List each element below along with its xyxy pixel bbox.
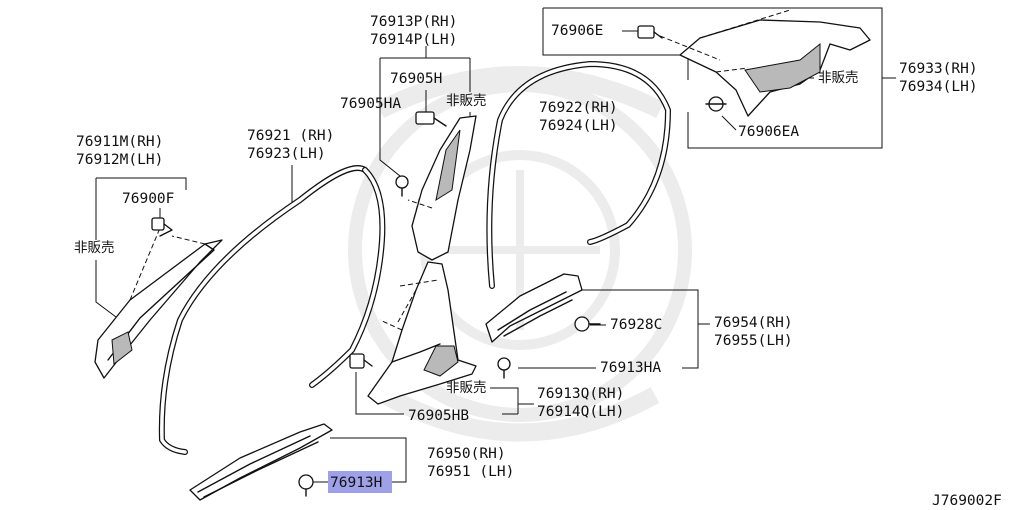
part-number-76951: 76951 (LH): [427, 464, 514, 480]
label-group-76913P: 76913P(RH) 76914P(LH) 76905H 76905HA 非販売: [340, 14, 487, 177]
callout-box-76933: [542, 7, 883, 149]
part-number-76906E: 76906E: [551, 23, 603, 39]
part-number-76906EA: 76906EA: [738, 124, 799, 140]
front-kicking-plate: [189, 423, 333, 501]
highlighted-part-76913H[interactable]: 76913H: [328, 471, 392, 493]
label-group-76933: 76906E 非販売 76933(RH) 76934(LH) 76906EA: [542, 7, 978, 149]
not-for-sale-label-d: 非販売: [446, 380, 487, 396]
diagram-code: J769002F: [932, 493, 1002, 509]
part-number-76900F: 76900F: [122, 191, 174, 207]
clip-76905HA-icon: [395, 175, 409, 197]
label-group-76913Q: 非販売 76913Q(RH) 76914Q(LH) 76905HB: [355, 372, 624, 424]
watermark-emblem: [348, 66, 692, 442]
not-for-sale-label-a: 非販売: [74, 240, 115, 256]
leader-76950: [330, 437, 407, 483]
highlight-box-76913H: [328, 471, 392, 493]
clip-76900F-icon: [151, 217, 173, 237]
part-number-76921: 76921 (RH): [247, 128, 334, 144]
part-number-76913P: 76913P(RH): [370, 14, 457, 30]
part-number-76954: 76954(RH): [714, 315, 793, 331]
clip-76913HA-icon: [497, 357, 511, 379]
part-number-76905HB: 76905HB: [408, 408, 469, 424]
part-number-76913HA: 76913HA: [600, 360, 661, 376]
a-pillar-trim: [94, 217, 223, 379]
label-group-76922: 76922(RH) 76924(LH): [539, 100, 618, 134]
clip-76906EA-icon: [705, 96, 727, 112]
leader-76906EA: [721, 115, 737, 131]
label-group-76954: 76928C 76954(RH) 76955(LH) 76913HA: [518, 289, 793, 376]
part-number-76934: 76934(LH): [899, 79, 978, 95]
label-group-76950: 76950(RH) 76951 (LH): [312, 437, 514, 483]
part-number-76911M: 76911M(RH): [76, 134, 163, 150]
part-number-76905HA: 76905HA: [340, 96, 401, 112]
label-group-76911M: 76911M(RH) 76912M(LH) 76900F 非販売: [74, 134, 187, 321]
part-number-76950: 76950(RH): [427, 446, 506, 462]
rear-kicking-plate: [485, 273, 601, 379]
part-number-76928C: 76928C: [610, 317, 662, 333]
clip-76928C-icon: [574, 316, 601, 332]
part-number-76923: 76923(LH): [247, 146, 326, 162]
leader-76913P: [379, 46, 471, 177]
clip-76906E-icon: [637, 25, 663, 39]
clip-76913H-icon: [298, 474, 314, 497]
leader-76913Q: [355, 372, 534, 415]
part-number-76905H: 76905H: [390, 71, 442, 87]
not-for-sale-label-c: 非販売: [818, 70, 859, 86]
part-number-76914Q: 76914Q(LH): [537, 404, 624, 420]
b-pillar-upper-trim: [395, 111, 477, 261]
front-door-weatherstrip: [158, 165, 386, 455]
b-pillar-lower-trim: [349, 261, 477, 405]
label-group-76921: 76921 (RH) 76923(LH): [247, 128, 334, 205]
part-number-76955: 76955(LH): [714, 333, 793, 349]
clip-76905H-icon: [415, 111, 447, 127]
part-number-76922: 76922(RH): [539, 100, 618, 116]
clip-76905HB-icon: [349, 353, 373, 369]
rear-door-weatherstrip: [486, 61, 671, 289]
rear-pillar-trim: [637, 9, 871, 117]
part-number-76924: 76924(LH): [539, 118, 618, 134]
part-number-76913Q: 76913Q(RH): [537, 386, 624, 402]
leader-76954: [518, 289, 710, 369]
part-number-76914P: 76914P(LH): [370, 32, 457, 48]
leader-76911M: [95, 177, 187, 321]
part-number-76933: 76933(RH): [899, 61, 978, 77]
part-number-76912M: 76912M(LH): [76, 152, 163, 168]
not-for-sale-label-b: 非販売: [446, 93, 487, 109]
part-number-76913H: 76913H: [330, 475, 382, 491]
